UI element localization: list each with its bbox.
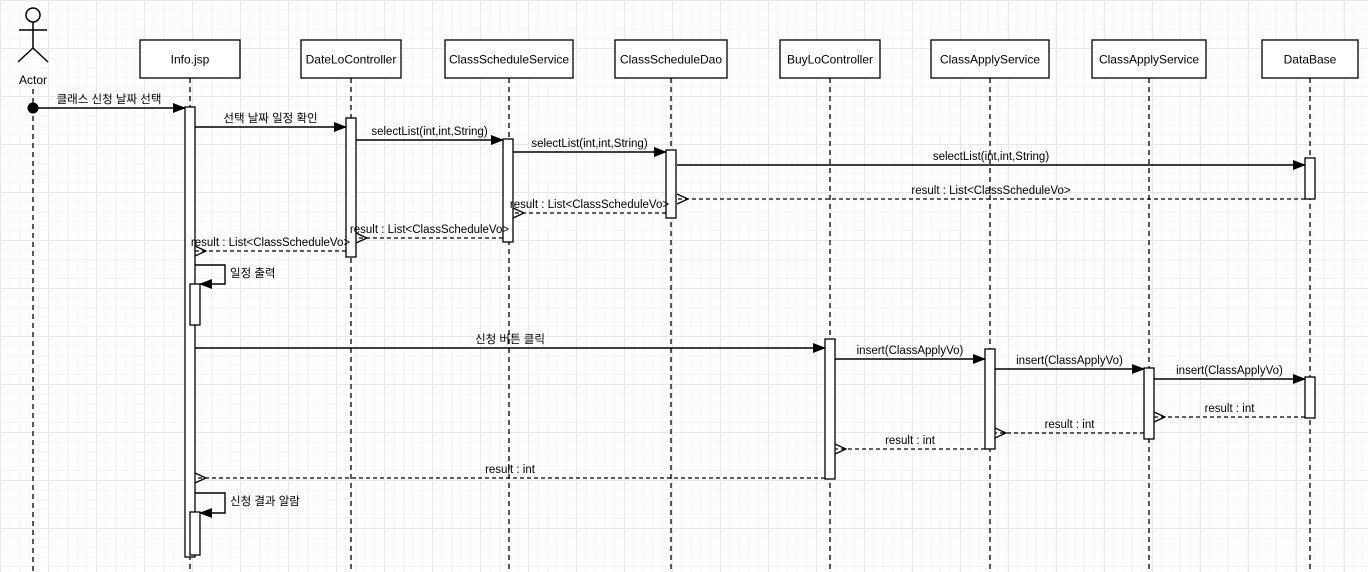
activation-class-apply-service-1[interactable]: [984, 348, 996, 450]
participant-box-class-apply-service-2[interactable]: [1091, 39, 1207, 79]
sync-message-label: insert(ClassApplyVo): [1016, 355, 1123, 367]
participant-label-class-apply-service-1: ClassApplyService: [940, 53, 1040, 67]
self-message-line[interactable]: [195, 492, 226, 518]
return-message-label: result : int: [485, 464, 536, 476]
return-message-label: result : int: [1205, 403, 1256, 415]
return-message-label: result : List<ClassScheduleVo>: [911, 185, 1070, 197]
sync-message-label: 신청 버튼 클릭: [475, 333, 545, 346]
activation-info-jsp-sub-2[interactable]: [189, 511, 201, 556]
participant-label-class-schedule-service: ClassScheduleService: [449, 53, 569, 67]
participant-label-class-schedule-dao: ClassScheduleDao: [620, 53, 722, 67]
sync-message-label: insert(ClassApplyVo): [857, 345, 964, 357]
activation-date-lo-controller[interactable]: [345, 117, 357, 258]
participant-box-database[interactable]: [1261, 39, 1359, 79]
sync-message-label: selectList(int,int,String): [531, 138, 647, 150]
activation-class-schedule-dao[interactable]: [665, 149, 677, 219]
return-message-label: result : List<ClassScheduleVo>: [191, 237, 350, 249]
sync-message-label: insert(ClassApplyVo): [1176, 365, 1283, 377]
actor-figure[interactable]: [17, 7, 49, 63]
sync-message-label: selectList(int,int,String): [371, 126, 487, 138]
activation-database-1[interactable]: [1304, 157, 1316, 200]
activation-buy-lo-controller[interactable]: [824, 338, 836, 480]
sync-message-label: selectList(int,int,String): [933, 151, 1049, 163]
participant-box-buy-lo-controller[interactable]: [779, 39, 881, 79]
participant-label-date-lo-controller: DateLoController: [306, 53, 397, 67]
participant-box-class-schedule-service[interactable]: [444, 39, 574, 79]
participant-label-database: DataBase: [1284, 53, 1337, 67]
return-message-label: result : int: [1045, 419, 1096, 431]
return-message-label: result : int: [885, 435, 936, 447]
self-message-label: 일정 출력: [230, 266, 276, 280]
return-message-label: result : List<ClassScheduleVo>: [350, 224, 509, 236]
participant-label-buy-lo-controller: BuyLoController: [787, 53, 873, 67]
message-start-dot: [27, 102, 39, 114]
sync-message-label: 클래스 신청 날짜 선택: [57, 93, 162, 106]
activation-class-schedule-service[interactable]: [502, 138, 514, 243]
participant-box-class-apply-service-1[interactable]: [930, 39, 1050, 79]
sync-message-label: 선택 날짜 일정 확인: [223, 111, 317, 125]
self-message-line[interactable]: [195, 264, 226, 289]
participant-label-class-apply-service-2: ClassApplyService: [1099, 53, 1199, 67]
return-message-label: result : List<ClassScheduleVo>: [510, 199, 669, 211]
participant-box-class-schedule-dao[interactable]: [614, 39, 728, 79]
activation-database-2[interactable]: [1304, 376, 1316, 419]
actor-label: Actor: [19, 73, 47, 87]
activation-info-jsp-main[interactable]: [184, 106, 196, 558]
participant-box-info-jsp[interactable]: [139, 39, 241, 79]
activation-class-apply-service-2[interactable]: [1143, 367, 1155, 440]
self-message-label: 신청 결과 알람: [230, 494, 300, 508]
participant-label-info-jsp: Info.jsp: [171, 53, 210, 67]
participant-box-date-lo-controller[interactable]: [300, 39, 402, 79]
activation-info-jsp-sub-1[interactable]: [189, 283, 201, 326]
